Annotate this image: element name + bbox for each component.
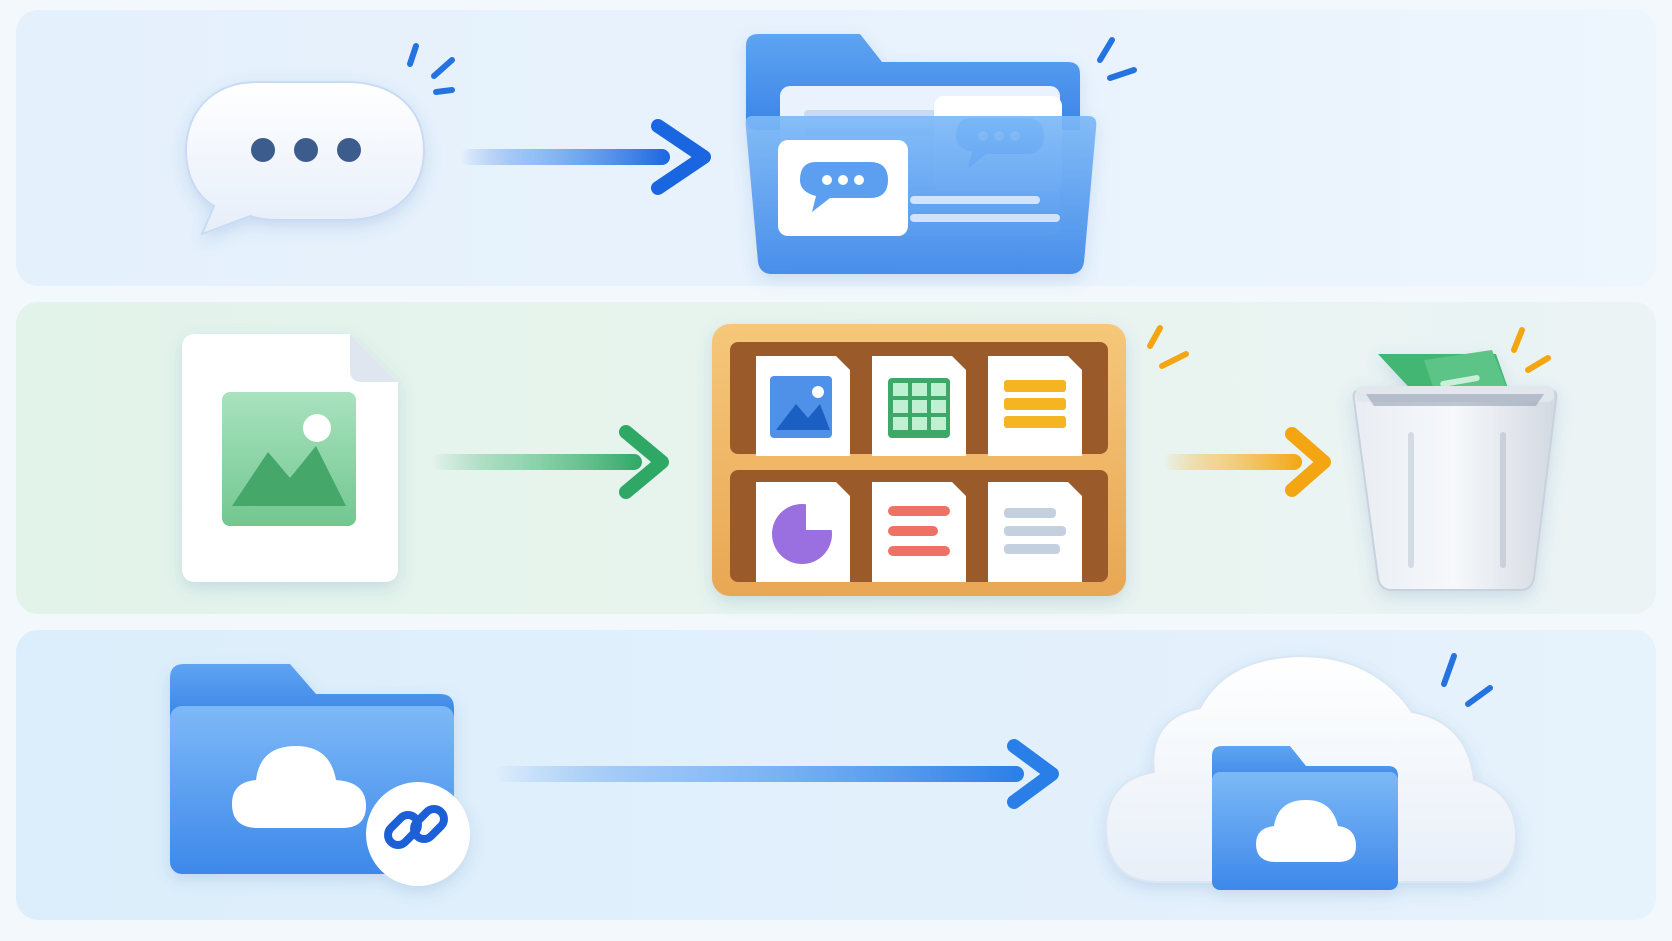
sparkle-icon bbox=[1511, 327, 1551, 373]
sparkle-icon bbox=[1147, 325, 1189, 369]
arrow-3 bbox=[1162, 427, 1331, 497]
file-shelf-icon bbox=[712, 324, 1126, 596]
image-file-icon bbox=[182, 334, 398, 582]
speech-bubble-icon bbox=[184, 81, 426, 236]
gray-doc-icon bbox=[988, 482, 1082, 582]
spreadsheet-doc-icon bbox=[872, 356, 966, 456]
sparkle-icon bbox=[1441, 653, 1493, 707]
trash-bin-icon bbox=[1352, 350, 1558, 591]
text-doc-icon bbox=[872, 482, 966, 582]
cloud-folder-link-icon bbox=[170, 664, 470, 886]
arrow-4 bbox=[494, 739, 1059, 809]
cloud-icon bbox=[232, 746, 366, 828]
sparkle-icon bbox=[407, 43, 455, 95]
folder-icon bbox=[1212, 746, 1398, 890]
folder-with-chat-icon bbox=[745, 34, 1097, 274]
chart-doc-icon bbox=[756, 482, 850, 582]
link-icon bbox=[366, 782, 470, 886]
cloud-storage-icon bbox=[1104, 654, 1518, 890]
image-doc-icon bbox=[756, 356, 850, 456]
notes-doc-icon bbox=[988, 356, 1082, 456]
arrow-2 bbox=[432, 425, 669, 499]
arrow-1 bbox=[460, 119, 711, 195]
sparkle-icon bbox=[1097, 37, 1137, 81]
